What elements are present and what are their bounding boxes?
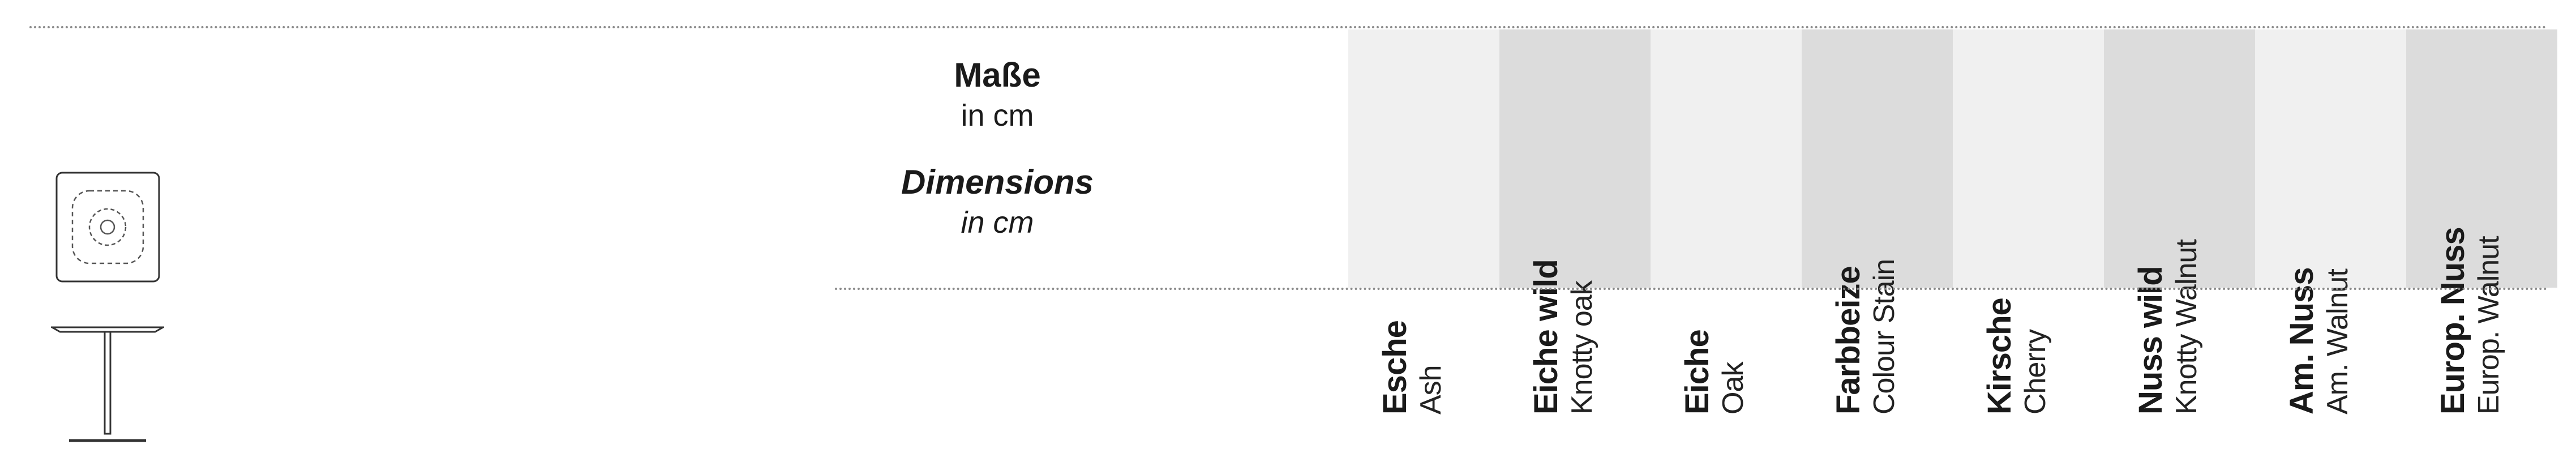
wood-name-de: Nuss wild bbox=[2132, 266, 2169, 415]
wood-name-de: Am. Nuss bbox=[2283, 267, 2320, 415]
wood-name-en: Knotty Walnut bbox=[2170, 240, 2203, 415]
wood-name-de: Farbbeize bbox=[1830, 266, 1867, 415]
wood-name-de: Eiche bbox=[1679, 330, 1716, 415]
wood-name-de: Kirsche bbox=[1981, 298, 2018, 415]
wood-name-en: Am. Walnut bbox=[2321, 269, 2354, 415]
table-elevation-icon bbox=[51, 326, 164, 442]
wood-name-de: Eiche wild bbox=[1528, 259, 1565, 415]
wood-name-de: Europ. Nuss bbox=[2434, 227, 2471, 415]
dimensions-title-en: Dimensions bbox=[901, 163, 1094, 201]
wood-name-en: Oak bbox=[1717, 362, 1750, 415]
square-table-top-icon bbox=[55, 172, 160, 283]
wood-name-en: Cherry bbox=[2019, 329, 2052, 415]
header-dotted-rule bbox=[835, 288, 2548, 290]
dimensions-title-de: Maße bbox=[954, 56, 1041, 94]
wood-name-en: Knotty oak bbox=[1566, 281, 1598, 415]
top-dotted-rule bbox=[29, 26, 2548, 28]
wood-name-en: Europ. Walnut bbox=[2472, 236, 2505, 415]
dimensions-unit-de: in cm bbox=[961, 99, 1034, 133]
wood-name-de: Esche bbox=[1377, 321, 1413, 415]
dimensions-header: Maße in cm Dimensions in cm bbox=[828, 55, 1167, 240]
wood-name-en: Colour Stain bbox=[1868, 259, 1901, 415]
dimensions-unit-en: in cm bbox=[961, 206, 1034, 240]
wood-name-en: Ash bbox=[1415, 365, 1447, 415]
